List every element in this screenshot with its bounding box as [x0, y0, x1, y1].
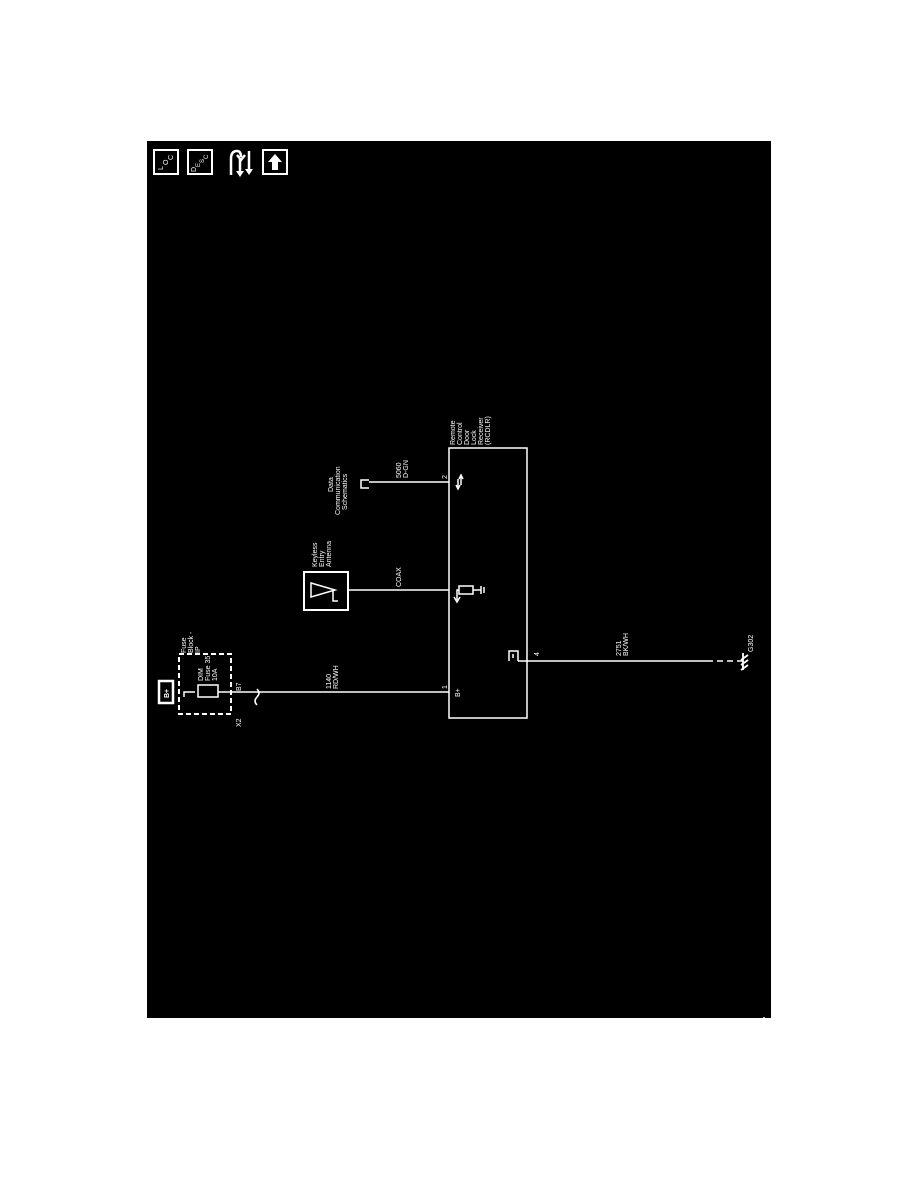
- loc-icon: L O C: [158, 155, 175, 170]
- loc-letter-c: C: [168, 155, 175, 160]
- connector-x2-label: X2: [236, 718, 243, 727]
- module-name-line-5: Receiver: [478, 417, 485, 445]
- antenna-label-2: Entry: [319, 550, 326, 567]
- module-power-label: B+: [455, 688, 462, 697]
- data-comm-label-3: Schematics: [342, 473, 349, 510]
- data-comm-bracket: [360, 479, 369, 489]
- coax-connector-symbol: [458, 585, 474, 595]
- internal-ground-symbol: [508, 650, 519, 661]
- fuse-block-label-1: Fuse: [181, 637, 188, 653]
- up-button[interactable]: [262, 149, 288, 175]
- module-name-line-3: Door: [464, 429, 471, 445]
- ground-circuit-number: 2751: [616, 640, 623, 656]
- schematic-panel: L O C D E S C: [147, 141, 771, 1018]
- wiring-schematic: B+ Fuse Block - IP DIM Fuse 35 10A X2 B7…: [157, 416, 765, 1018]
- desc-letter-d: D: [191, 167, 198, 172]
- fuse-feed-line: [183, 691, 195, 697]
- module-pin-4: 4: [534, 652, 541, 656]
- loc-button[interactable]: L O C: [153, 149, 179, 175]
- power-wire-color: RD/WH: [333, 665, 340, 689]
- module-name-line-2: Control: [457, 422, 464, 445]
- desc-button[interactable]: D E S C: [187, 149, 213, 175]
- desc-letter-c: C: [204, 154, 210, 159]
- fuse-block-label-2: Block -: [188, 631, 195, 653]
- module-name-line-4: Lock: [471, 430, 478, 445]
- loc-letter-o: O: [163, 159, 170, 165]
- connector-x2-symbol: [254, 688, 260, 706]
- coax-wire-label: COAX: [396, 567, 403, 587]
- fuse-number-label: Fuse 35: [205, 656, 212, 681]
- battery-source-label: B+: [164, 689, 171, 698]
- desc-letter-e: E: [196, 163, 202, 167]
- desc-icon: D E S C: [191, 154, 210, 172]
- data-wire-color: D-GN: [403, 460, 410, 478]
- ground-wire-color: BK/WH: [623, 633, 630, 656]
- antenna-symbol: [310, 582, 338, 598]
- antenna-box: [303, 571, 349, 611]
- loc-letter-l: L: [158, 166, 165, 170]
- fuse-symbol: [197, 684, 219, 698]
- fuse-name-label: DIM: [198, 668, 205, 681]
- fuse-rating-label: 10A: [212, 668, 219, 681]
- data-comm-label-1: Data: [328, 477, 335, 492]
- connector-pin-label: B7: [236, 682, 243, 691]
- fuse-block-label-3: IP: [195, 646, 202, 653]
- ground-point-label: G302: [748, 635, 755, 652]
- ground-g302-symbol: [740, 653, 749, 671]
- rcdlr-module-box: [448, 447, 528, 719]
- connector-swap-button[interactable]: [225, 145, 259, 179]
- antenna-label-1: Keyless: [312, 542, 319, 567]
- module-name-line-1: Remote: [450, 420, 457, 445]
- data-circuit-number: 5060: [396, 462, 403, 478]
- data-comm-label-2: Communication: [335, 466, 342, 515]
- antenna-label-3: Antenna: [326, 541, 333, 567]
- module-pin-2: 2: [442, 475, 449, 479]
- fuse-block-outline: [178, 653, 232, 715]
- module-pin-1: 1: [442, 685, 449, 689]
- battery-source-box: [157, 679, 175, 705]
- up-arrow-icon: [268, 154, 282, 170]
- power-circuit-number: 1140: [326, 674, 333, 689]
- connector-swap-icon: [229, 149, 253, 177]
- module-name-line-6: (RCDLR): [485, 416, 492, 445]
- desc-letter-s: S: [200, 159, 206, 163]
